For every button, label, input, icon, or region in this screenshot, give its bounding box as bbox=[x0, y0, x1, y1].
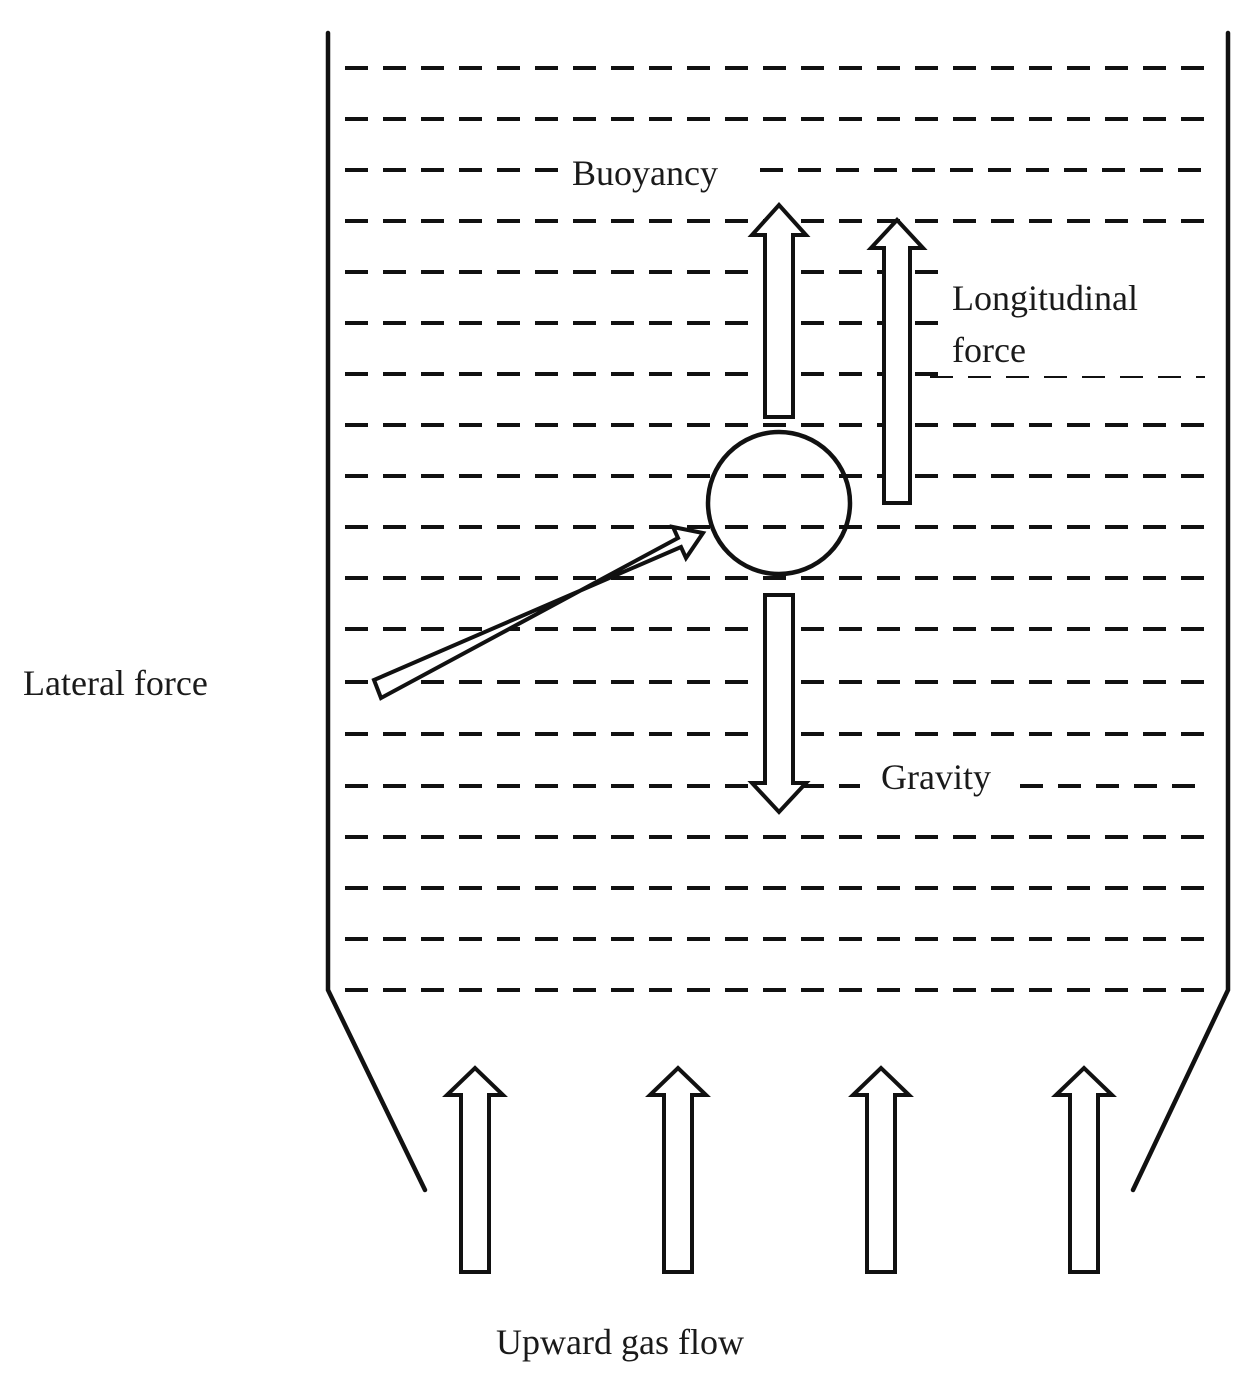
gas-flow-arrow bbox=[848, 1065, 914, 1274]
gas-flow-arrow bbox=[1051, 1065, 1117, 1274]
right-wall bbox=[1130, 30, 1231, 1193]
gas-flow-arrow bbox=[442, 1065, 508, 1274]
particle-circle bbox=[705, 429, 853, 577]
bed-layer-lines bbox=[345, 66, 1205, 992]
vessel bbox=[325, 30, 1231, 1193]
buoyancy-label: Buoyancy bbox=[572, 153, 718, 193]
longitudinal-force-label-line2: force bbox=[952, 330, 1026, 370]
gas-flow-arrows bbox=[442, 1065, 1117, 1274]
longitudinal-force-label-line1: Longitudinal bbox=[952, 278, 1138, 318]
gravity-label: Gravity bbox=[881, 757, 991, 797]
gas-flow-arrow bbox=[645, 1065, 711, 1274]
lateral-force-arrow bbox=[371, 524, 707, 701]
left-wall bbox=[325, 30, 428, 1193]
longitudinal-force-arrow bbox=[866, 217, 928, 505]
upward-gas-flow-label: Upward gas flow bbox=[496, 1322, 744, 1362]
gravity-arrow bbox=[747, 593, 811, 815]
lateral-force-label: Lateral force bbox=[23, 663, 208, 703]
buoyancy-arrow bbox=[747, 202, 811, 419]
